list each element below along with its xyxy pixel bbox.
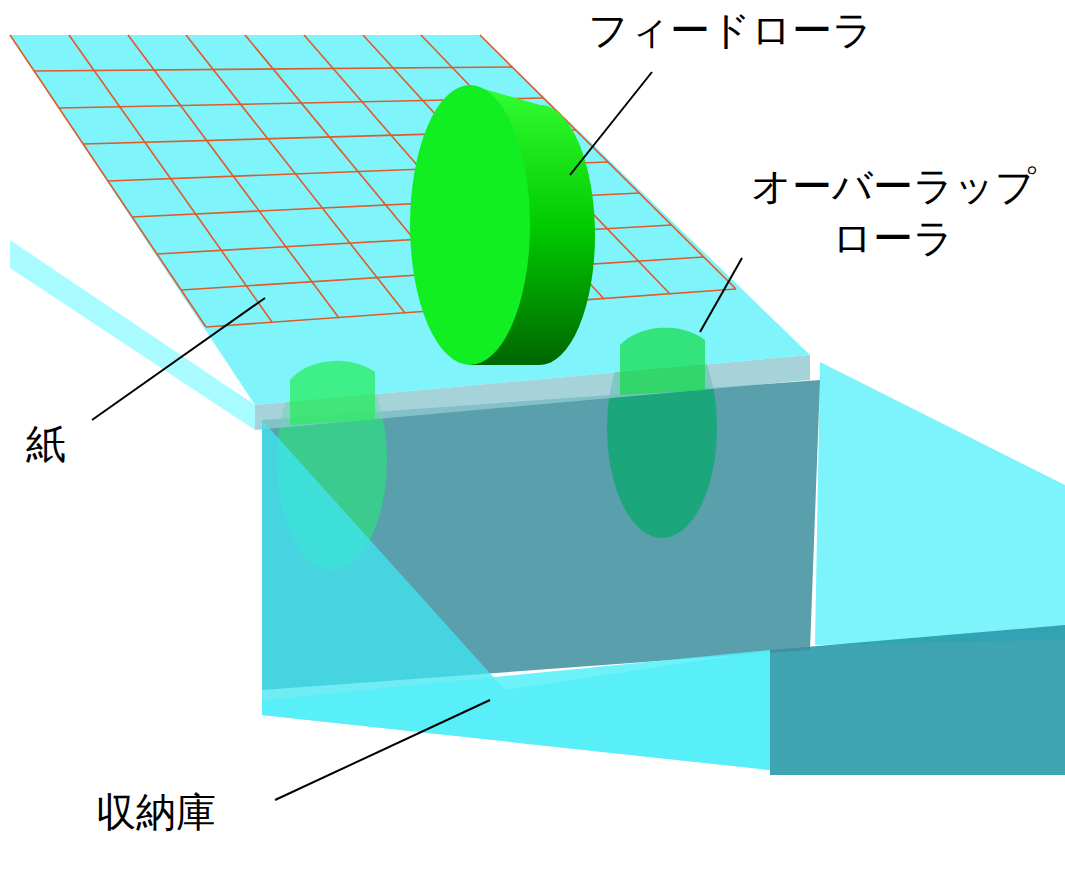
part-label: オーバーラップ ローラ — [732, 160, 1054, 264]
stacker-wall — [815, 362, 1065, 645]
overlap-roller — [620, 328, 705, 395]
part-label: 紙 — [26, 418, 96, 470]
paper-grid — [10, 35, 736, 327]
leader-line — [92, 72, 742, 800]
stacker-wall — [262, 420, 770, 770]
stacker-wall — [770, 625, 1065, 775]
stacker-floor — [262, 650, 770, 770]
overlap-roller — [607, 318, 717, 538]
feed-roller — [410, 85, 530, 365]
part-label: フィードローラ — [588, 4, 928, 56]
paper-sheet — [10, 35, 810, 405]
paper-sheet — [255, 355, 810, 430]
overlap-roller — [290, 361, 375, 425]
part-label: 収納庫 — [96, 786, 296, 838]
paper-sheet — [10, 240, 255, 430]
